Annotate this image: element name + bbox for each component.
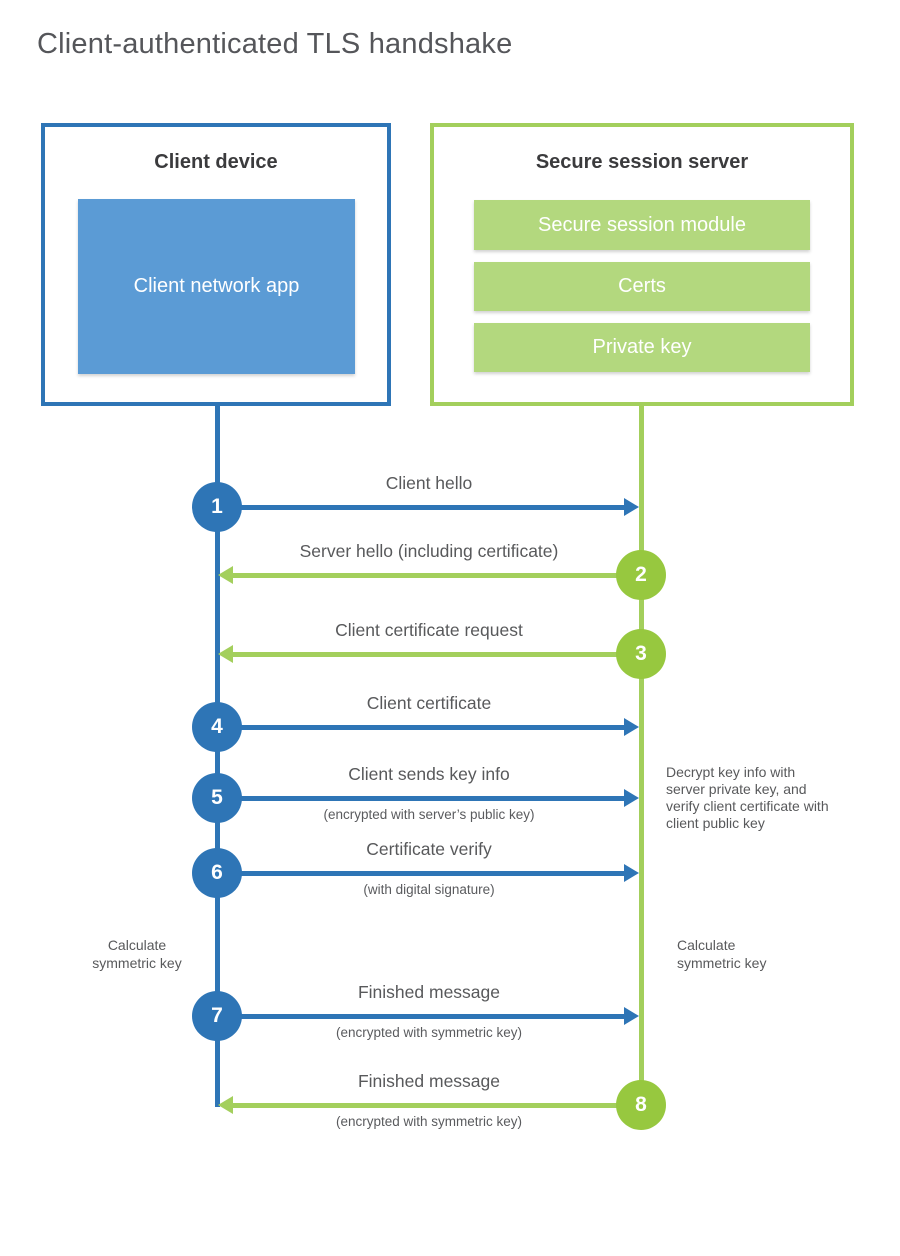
client-device-box: Client device Client network app: [41, 123, 391, 406]
step-number-badge: 1: [192, 482, 242, 532]
arrow-right-icon: [624, 498, 639, 516]
secure-session-server-title: Secure session server: [535, 151, 749, 173]
secure-session-module-label: Secure session module: [538, 213, 746, 236]
message-arrow-shaft: [233, 652, 641, 657]
arrow-left-icon: [218, 645, 233, 663]
certs-module-label: Certs: [618, 275, 666, 297]
client-device-title: Client device: [154, 151, 278, 173]
private-key-module: Private key: [474, 323, 810, 372]
message-label: Client sends key info: [348, 764, 510, 784]
arrow-right-icon: [624, 864, 639, 882]
secure-session-server-box: Secure session server Secure session mod…: [430, 123, 854, 406]
message-label: Server hello (including certificate): [299, 541, 559, 561]
client-network-app-module: Client network app: [78, 199, 355, 374]
message-arrow-shaft: [217, 505, 625, 510]
message-arrow-shaft: [217, 1014, 625, 1019]
page-title: Client-authenticated TLS handshake: [37, 28, 513, 60]
arrow-left-icon: [218, 566, 233, 584]
secure-session-module: Secure session module: [474, 200, 810, 250]
arrow-right-icon: [624, 1007, 639, 1025]
step-number-badge: 4: [192, 702, 242, 752]
private-key-module-label: Private key: [592, 336, 692, 358]
server-lifeline: [639, 405, 644, 1105]
message-label: Client certificate: [366, 693, 492, 713]
decrypt-key-note: Decrypt key info with server private key…: [666, 764, 829, 831]
step-number-badge: 8: [616, 1080, 666, 1130]
message-label: Client certificate request: [335, 620, 523, 640]
arrow-left-icon: [218, 1096, 233, 1114]
message-label: Certificate verify: [366, 839, 492, 859]
step-number-badge: 5: [192, 773, 242, 823]
message-arrow-shaft: [233, 1103, 641, 1108]
arrow-right-icon: [624, 718, 639, 736]
step-number-badge: 6: [192, 848, 242, 898]
calculate-symmetric-key-note-server: Calculate symmetric key: [677, 937, 767, 971]
message-sublabel: (encrypted with server’s public key): [323, 807, 535, 822]
message-arrow-shaft: [233, 573, 641, 578]
client-lifeline: [215, 405, 220, 1107]
step-number-badge: 2: [616, 550, 666, 600]
calculate-symmetric-key-note-client: Calculate symmetric key: [92, 937, 182, 971]
message-sublabel: (with digital signature): [363, 882, 495, 897]
message-arrow-shaft: [217, 796, 625, 801]
message-label: Finished message: [357, 982, 501, 1002]
message-arrow-shaft: [217, 725, 625, 730]
certs-module: Certs: [474, 262, 810, 311]
message-sublabel: (encrypted with symmetric key): [335, 1025, 523, 1040]
message-arrow-shaft: [217, 871, 625, 876]
message-label: Finished message: [357, 1071, 501, 1091]
message-label: Client hello: [385, 473, 473, 493]
step-number-badge: 7: [192, 991, 242, 1041]
message-sublabel: (encrypted with symmetric key): [335, 1114, 523, 1129]
client-network-app-label: Client network app: [133, 275, 300, 297]
step-number-badge: 3: [616, 629, 666, 679]
arrow-right-icon: [624, 789, 639, 807]
